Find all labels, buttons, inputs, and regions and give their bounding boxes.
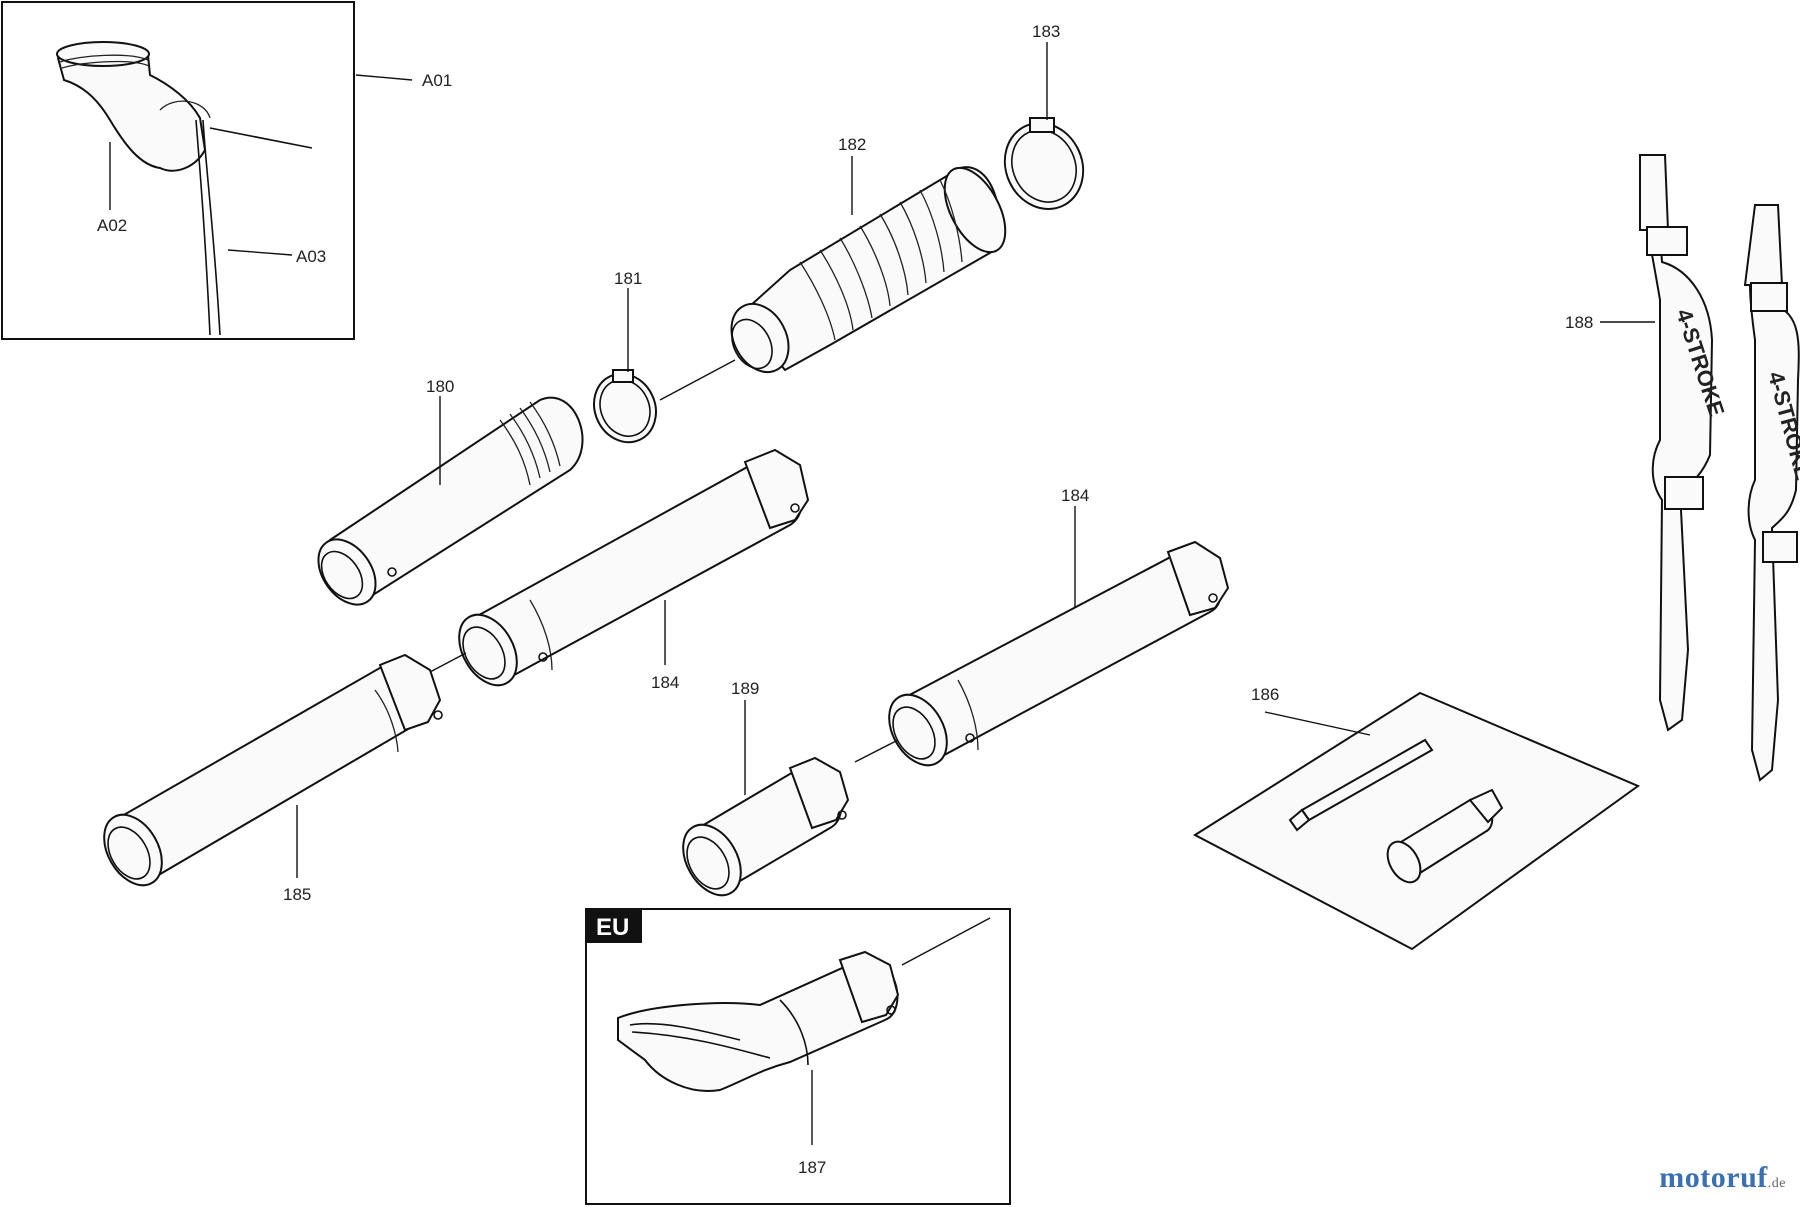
inset-leaders (109, 74, 413, 256)
callout-185: 185 (283, 885, 311, 904)
callout-188: 188 (1565, 313, 1593, 332)
callout-183: 183 (1032, 22, 1060, 41)
flat-nozzle-187 (617, 950, 900, 1092)
screwdriver (1288, 738, 1434, 832)
eu-badge-label: EU (596, 914, 629, 941)
spark-plug-wrench (1386, 788, 1504, 884)
callout-189: 189 (731, 679, 759, 698)
watermark-main: motoruf (1659, 1161, 1768, 1194)
callout-182: 182 (838, 135, 866, 154)
flex-hose-182 (730, 166, 1007, 374)
callout-184-right: 184 (1061, 486, 1089, 505)
eu-badge (586, 909, 642, 943)
callout-a01: A01 (422, 71, 452, 90)
watermark: motoruf.de (1659, 1161, 1786, 1195)
callout-186: 186 (1251, 685, 1279, 704)
callout-180: 180 (426, 377, 454, 396)
callout-184-left: 184 (651, 673, 679, 692)
callout-a02: A02 (97, 216, 127, 235)
nozzle-189 (682, 756, 850, 897)
callout-187: 187 (798, 1158, 826, 1177)
inset-frame-elbow-kit (1, 1, 355, 340)
hose-clamp-181 (593, 369, 657, 444)
watermark-tld: .de (1767, 1176, 1786, 1191)
blower-pipe-185 (103, 653, 443, 887)
blower-pipe-184-right (888, 540, 1230, 767)
callout-181: 181 (614, 269, 642, 288)
elbow-part-a02 (56, 41, 313, 172)
shoulder-strap-188-b: 4-STROKE (1743, 204, 1800, 782)
tool-kit-186 (1193, 691, 1641, 951)
blower-pipe-184-left (458, 448, 810, 687)
callout-a03: A03 (296, 247, 326, 266)
tie-strap-a03 (195, 119, 221, 336)
blower-pipe-180 (317, 396, 584, 606)
inset-frame-eu-nozzle (585, 908, 1011, 1205)
hose-clamp-183 (1003, 117, 1085, 210)
shoulder-strap-188-a: 4-STROKE (1639, 154, 1729, 732)
